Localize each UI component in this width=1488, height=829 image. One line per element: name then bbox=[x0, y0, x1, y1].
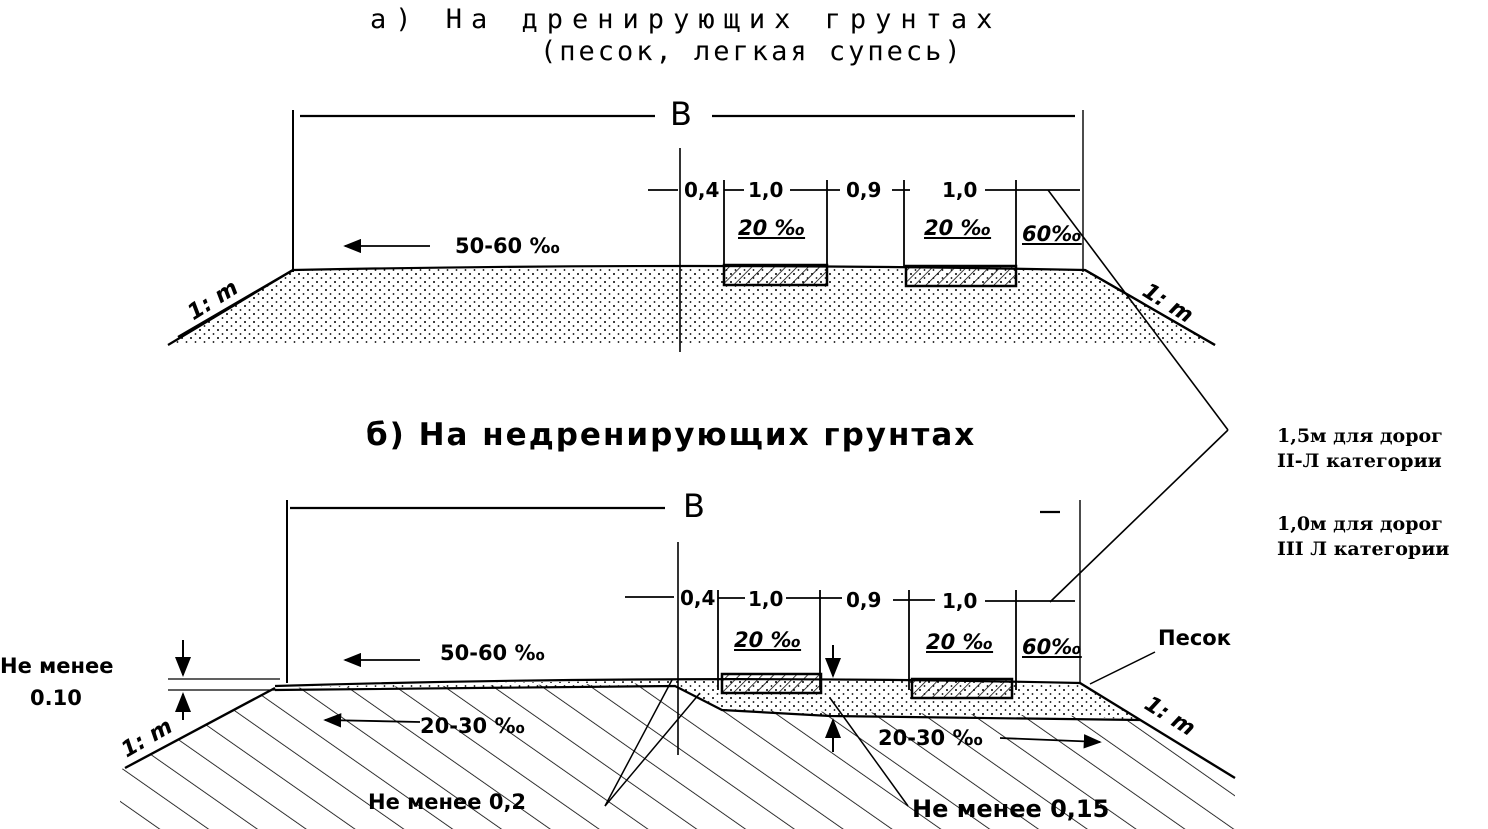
section-a-dim-10-left: 1,0 bbox=[748, 178, 784, 202]
section-b-slope-strip-right: 20 ‰ bbox=[926, 630, 994, 654]
side-note-1-line2: II-Л категории bbox=[1277, 449, 1442, 472]
section-b-slope-strip-left: 20 ‰ bbox=[734, 628, 802, 652]
section-a-subtitle: (песок, легкая супесь) bbox=[540, 36, 964, 67]
section-b-drawing bbox=[120, 500, 1236, 829]
section-a-dim-09: 0,9 bbox=[846, 178, 882, 202]
section-b-min-02: Не менее 0,2 bbox=[368, 790, 527, 814]
section-b-dim-10-left: 1,0 bbox=[748, 587, 784, 611]
section-b-ground bbox=[120, 683, 1235, 829]
section-b-slope-base-right: 20-30 ‰ bbox=[878, 726, 983, 750]
side-note-2: 1,0м для дорог III Л категории bbox=[1277, 512, 1449, 561]
section-b-dim-04: 0,4 bbox=[680, 586, 716, 610]
side-note-1-line1: 1,5м для дорог bbox=[1277, 425, 1443, 447]
side-note-1: 1,5м для дорог II-Л категории bbox=[1277, 424, 1443, 473]
section-a-slope-strip-left: 20 ‰ bbox=[738, 216, 806, 240]
section-a-slope-roadway: 50-60 ‰ bbox=[455, 234, 560, 258]
section-b-dim-09: 0,9 bbox=[846, 588, 882, 612]
section-b-dim-10-right: 1,0 bbox=[942, 589, 978, 613]
section-b-min-010-line2: 0.10 bbox=[30, 686, 82, 710]
section-a-strip-left bbox=[722, 263, 829, 287]
section-a-embankment bbox=[168, 266, 1215, 345]
section-b-sand-label: Песок bbox=[1158, 626, 1231, 650]
side-note-2-line2: III Л категории bbox=[1277, 537, 1450, 560]
section-b-slope-roadway: 50-60 ‰ bbox=[440, 641, 545, 665]
section-b-title: б) На недренирующих грунтах bbox=[366, 417, 977, 453]
section-a-slope-strip-right: 20 ‰ bbox=[924, 216, 992, 240]
section-a-slope-edge: 60‰ bbox=[1022, 222, 1082, 246]
section-a-drawing bbox=[167, 110, 1229, 603]
section-a-strip-right bbox=[904, 264, 1018, 288]
section-b-slope-edge: 60‰ bbox=[1022, 635, 1082, 659]
side-note-2-line1: 1,0м для дорог bbox=[1277, 513, 1443, 535]
section-a-dim-04: 0,4 bbox=[684, 178, 720, 202]
section-b-min-015: Не менее 0,15 bbox=[912, 795, 1110, 823]
section-a-width-label: В bbox=[670, 95, 692, 133]
section-a-title: а) На дренирующих грунтах bbox=[370, 4, 1002, 35]
section-b-width-label: В bbox=[683, 487, 705, 525]
section-b-min-010-line1: Не менее bbox=[0, 654, 114, 678]
section-a-dim-10-right: 1,0 bbox=[942, 178, 978, 202]
section-b-slope-base-left: 20-30 ‰ bbox=[420, 714, 525, 738]
